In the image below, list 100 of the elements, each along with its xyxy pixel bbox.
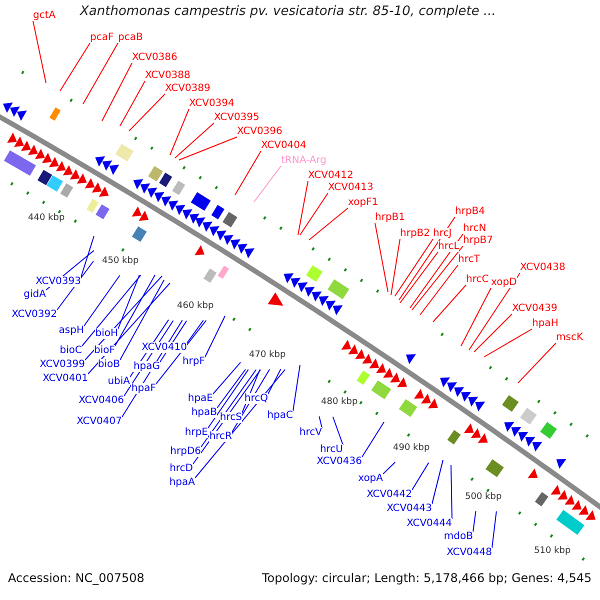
leader-line — [400, 252, 438, 304]
leader-line — [410, 234, 464, 308]
gene-label: hpaE — [188, 393, 213, 404]
leader-line — [472, 510, 476, 532]
leader-line — [216, 368, 246, 408]
gene-label: tRNA-Arg — [281, 155, 326, 166]
gene-label: hrcS — [220, 412, 242, 423]
gene-label: XCV0401 — [42, 373, 88, 384]
gene-label: XCV0412 — [308, 170, 354, 181]
gene-label: hpaF — [131, 383, 156, 394]
leader-line — [174, 122, 214, 158]
leader-line — [420, 264, 458, 316]
gene-label: xopD — [491, 277, 517, 288]
leader-line — [186, 320, 204, 344]
gene-label: XCV0442 — [366, 489, 412, 500]
leader-line — [102, 62, 132, 122]
leader-line — [82, 42, 118, 104]
leader-line — [192, 369, 261, 464]
gene-label: pcaF — [90, 32, 114, 43]
leader-line — [120, 280, 164, 360]
gene-label: XCV0444 — [406, 518, 452, 529]
leader-line — [80, 236, 94, 278]
leader-line — [318, 416, 322, 428]
leader-line — [178, 136, 238, 160]
leader-line — [390, 238, 400, 296]
leader-line — [362, 422, 384, 458]
leader-line — [120, 80, 146, 126]
gene-label: hrpF — [182, 356, 205, 367]
gene-label: hpaC — [267, 410, 293, 421]
gene-label: hrcD — [170, 463, 193, 474]
gene-label: hpaG — [133, 361, 160, 372]
scale-label: 480 kbp — [321, 397, 358, 408]
gene-label: XCV0443 — [386, 503, 432, 514]
leader-line — [460, 288, 492, 346]
gene-label: XCV0395 — [214, 112, 260, 123]
gene-label: hpaA — [169, 477, 195, 488]
gene-label: hpaH — [532, 318, 558, 329]
scale-label: 500 kbp — [465, 492, 502, 503]
leader-line — [432, 460, 444, 504]
gene-label: XCV0438 — [520, 262, 566, 273]
leader-line — [242, 369, 260, 414]
gene-label: XCV0392 — [12, 309, 57, 320]
scale-label: 450 kbp — [102, 256, 139, 267]
leader-line — [212, 362, 242, 394]
gene-label: hrcV — [299, 427, 322, 438]
leader-line — [332, 416, 344, 446]
gene-label: XCV0393 — [36, 276, 81, 287]
gene-label: XCV0448 — [446, 547, 492, 558]
scale-label: 440 kbp — [28, 213, 65, 224]
leader-line — [200, 369, 257, 448]
gene-label: XCV0404 — [261, 140, 306, 151]
leader-line — [374, 222, 388, 292]
gene-label: XCV0386 — [132, 52, 178, 63]
scale-label: 470 kbp — [249, 350, 286, 361]
gene-label: hrpE — [184, 427, 208, 438]
gene-label: hrcJ — [433, 228, 452, 239]
gene-label: hpaB — [191, 407, 217, 418]
leader-line — [308, 208, 348, 240]
gene-label: hrcQ — [244, 393, 268, 404]
gene-label: gidA — [24, 289, 46, 300]
map-title: Xanthomonas campestris pv. vesicatoria str. 85-10, complete ... — [80, 6, 496, 17]
scale-label: 460 kbp — [177, 301, 214, 312]
leader-line — [118, 274, 140, 330]
gene-label: ubiA — [108, 376, 130, 387]
leader-line — [394, 238, 434, 296]
gene-label: bioB — [98, 359, 120, 370]
leader-line — [84, 274, 120, 326]
gene-label: XCV0410 — [142, 342, 187, 353]
gene-label: hrcL — [438, 241, 460, 252]
gene-label: pcaB — [118, 32, 143, 43]
leader-line — [450, 464, 452, 520]
leader-line — [114, 274, 156, 346]
scale-label: 490 kbp — [393, 443, 430, 454]
leader-line — [88, 282, 170, 374]
leader-line — [492, 510, 497, 548]
gene-label: hrpB2 — [400, 228, 430, 239]
gene-label: hrpB7 — [463, 235, 494, 246]
gene-label: hrpB1 — [375, 212, 406, 223]
leader-line — [432, 284, 466, 322]
gene-label: hrcR — [209, 431, 232, 442]
gene-label: XCV0388 — [145, 70, 190, 81]
gene-label: aspH — [58, 325, 84, 336]
gene-label: XCV0394 — [189, 98, 234, 109]
leader-line — [254, 166, 282, 202]
leader-line — [484, 328, 532, 358]
leader-line — [208, 369, 249, 428]
gene-label: mscK — [556, 332, 584, 343]
leader-line — [268, 368, 282, 394]
gene-label: hrcC — [466, 274, 489, 285]
gene-label: XCV0436 — [316, 456, 362, 467]
leader-line — [194, 369, 286, 478]
genome-stats-text: Topology: circular; Length: 5,178,466 bp; Genes: 4,545 — [262, 573, 592, 584]
leader-line — [382, 462, 396, 474]
gene-label: hrpB4 — [455, 206, 486, 217]
gene-label: XCV0413 — [328, 182, 374, 193]
gene-label: XCV0396 — [237, 126, 282, 137]
leader-line — [412, 246, 464, 310]
gene-label: hrcN — [463, 223, 486, 234]
gene-label: hrcU — [320, 444, 343, 455]
leader-line — [60, 42, 90, 92]
